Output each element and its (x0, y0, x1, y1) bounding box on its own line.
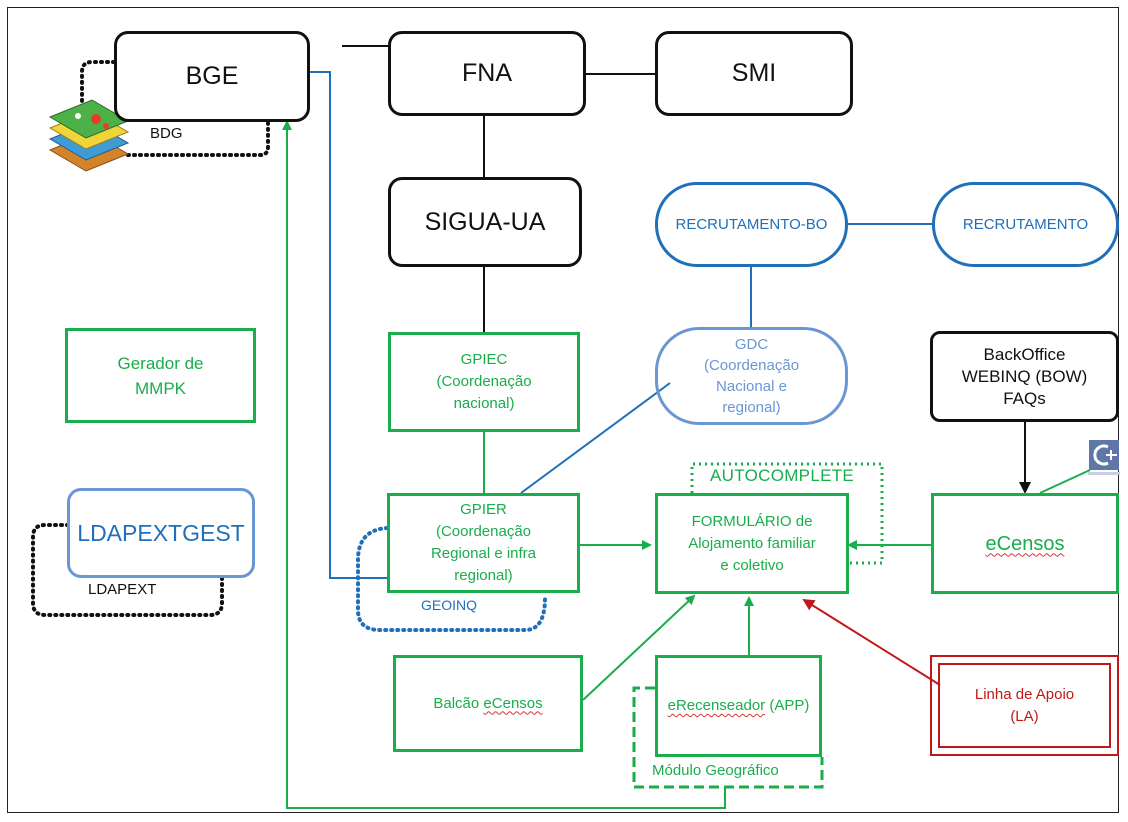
link-modulo-frame (632, 686, 824, 789)
link-ldapext-loop (31, 523, 224, 617)
node-sigua-ua: SIGUA-UA (388, 177, 582, 267)
link-modulo-bge (282, 120, 726, 809)
node-gerador-mmpk: Gerador de MMPK (65, 328, 256, 423)
link-bdg-loop-right (126, 121, 270, 157)
link-bge-gpier (310, 71, 387, 579)
node-ldapextgest: LDAPEXTGEST (67, 488, 255, 578)
node-fna-label: FNA (462, 59, 512, 87)
node-gpier: GPIER (Coordenação Regional e infra regi… (387, 493, 580, 593)
link-gdc-gpier (520, 382, 671, 494)
node-recrutamento-label: RECRUTAMENTO (962, 216, 1089, 233)
link-geoinq-loop (356, 526, 547, 632)
label-ldapext: LDAPEXT (88, 581, 157, 598)
node-bge-label: BGE (185, 62, 239, 90)
node-erecenseador-word: eRecenseador (667, 697, 766, 714)
link-la-form (802, 598, 941, 686)
node-bge: BGE (114, 31, 310, 122)
label-modulo-geografico: Módulo Geográfico (652, 762, 779, 779)
node-gdc: GDC (Coordenação Nacional e regional) (655, 327, 848, 425)
node-gpiec-label: GPIEC (Coordenação nacional) (436, 351, 532, 412)
node-gpiec: GPIEC (Coordenação nacional) (388, 332, 580, 432)
map-layers-icon (48, 99, 130, 172)
node-bow-label: BackOffice WEBINQ (BOW) FAQs (961, 344, 1088, 408)
node-gpier-label: GPIER (Coordenação Regional e infra regi… (430, 501, 537, 584)
node-linha-apoio: Linha de Apoio (LA) (930, 655, 1119, 756)
node-smi-label: SMI (731, 59, 777, 87)
label-autocomplete: AUTOCOMPLETE (710, 466, 855, 485)
node-sigua-label: SIGUA-UA (424, 207, 546, 236)
label-geoinq: GEOINQ (421, 597, 478, 613)
node-recrutamento-bo: RECRUTAMENTO-BO (655, 182, 848, 267)
node-gdc-label: GDC (Coordenação Nacional e regional) (703, 336, 800, 416)
node-linha-apoio-inner-border (938, 663, 1111, 748)
censos-logo-icon (1088, 440, 1120, 475)
node-smi: SMI (655, 31, 853, 116)
node-ldapextgest-label: LDAPEXTGEST (77, 519, 245, 546)
label-bdg: BDG (150, 125, 183, 142)
node-backoffice-bow: BackOffice WEBINQ (BOW) FAQs (930, 331, 1119, 422)
link-autocomplete-loop (690, 462, 884, 565)
node-balcao-word: eCensos (483, 694, 543, 712)
node-balcao-ecensos: Balcão eCensos (393, 655, 583, 752)
node-erecenseador-suffix: (APP) (765, 697, 810, 714)
node-ecensos: eCensos (931, 493, 1119, 594)
link-balcao-form (582, 594, 696, 701)
node-balcao-prefix: Balcão (433, 694, 484, 712)
node-formulario: FORMULÁRIO de Alojamento familiar e cole… (655, 493, 849, 594)
node-gerador-label: Gerador de MMPK (117, 353, 204, 398)
node-formulario-label: FORMULÁRIO de Alojamento familiar e cole… (688, 512, 816, 574)
node-linha-apoio-label: Linha de Apoio (LA) (974, 685, 1075, 725)
link-ecensos-logo (1039, 469, 1091, 494)
node-recrutamento-bo-label: RECRUTAMENTO-BO (675, 216, 828, 233)
node-ecensos-label: eCensos (985, 532, 1065, 555)
node-recrutamento: RECRUTAMENTO (932, 182, 1119, 267)
node-erecenseador: eRecenseador (APP) (655, 655, 822, 757)
node-fna: FNA (388, 31, 586, 116)
link-bdg-loop (80, 60, 116, 122)
